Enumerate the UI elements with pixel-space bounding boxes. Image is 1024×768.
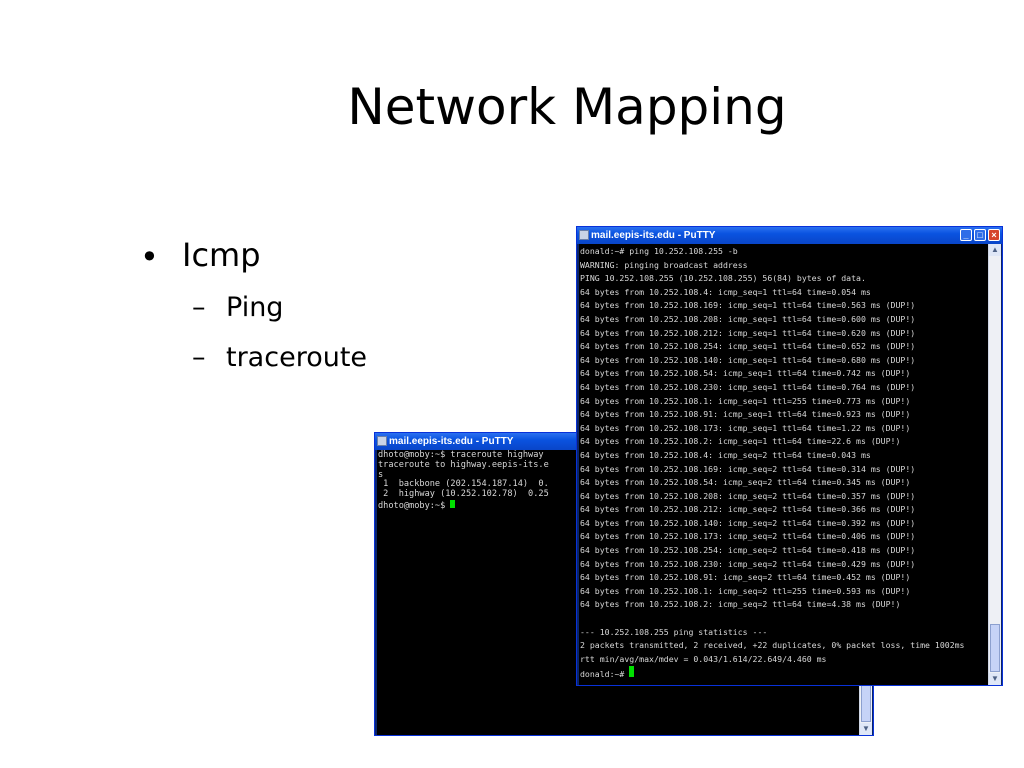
terminal-line: 64 bytes from 10.252.108.91: icmp_seq=1 …	[580, 409, 911, 420]
terminal-line: 64 bytes from 10.252.108.208: icmp_seq=2…	[580, 490, 916, 501]
terminal-line: 64 bytes from 10.252.108.54: icmp_seq=2 …	[580, 477, 911, 488]
terminal-line: donald:~# ping 10.252.108.255 -b	[580, 246, 738, 256]
terminal-line: 64 bytes from 10.252.108.2: icmp_seq=2 t…	[580, 599, 901, 610]
terminal-line: 64 bytes from 10.252.108.54: icmp_seq=1 …	[580, 368, 911, 379]
terminal-line: 64 bytes from 10.252.108.4: icmp_seq=2 t…	[580, 449, 871, 460]
terminal-line: 64 bytes from 10.252.108.4: icmp_seq=1 t…	[580, 286, 871, 297]
terminal-line: 64 bytes from 10.252.108.254: icmp_seq=2…	[580, 545, 916, 556]
sub-bullet-dash-icon: –	[192, 342, 206, 373]
terminal-line: 2 packets transmitted, 2 received, +22 d…	[580, 640, 965, 651]
terminal-scrollbar[interactable]: ▲ ▼	[988, 244, 1001, 685]
terminal-line: PING 10.252.108.255 (10.252.108.255) 56(…	[580, 273, 866, 284]
bullet-dot-icon: •	[140, 238, 159, 276]
terminal-line: 64 bytes from 10.252.108.230: icmp_seq=2…	[580, 558, 916, 569]
terminal-line: 64 bytes from 10.252.108.91: icmp_seq=2 …	[580, 572, 911, 583]
close-icon[interactable]: ×	[988, 229, 1000, 241]
terminal-line: 64 bytes from 10.252.108.2: icmp_seq=1 t…	[580, 436, 901, 447]
terminal-line: dhoto@moby:~$ traceroute highway	[378, 450, 544, 460]
scroll-down-icon[interactable]: ▼	[989, 673, 1001, 685]
terminal-line: 1 backbone (202.154.187.14) 0.	[378, 479, 549, 490]
terminal-line: 64 bytes from 10.252.108.169: icmp_seq=1…	[580, 300, 916, 311]
window-titlebar[interactable]: mail.eepis-its.edu - PuTTY _ □ ×	[577, 227, 1002, 244]
terminal-line: 64 bytes from 10.252.108.254: icmp_seq=1…	[580, 341, 916, 352]
scrollbar-thumb[interactable]	[990, 624, 1000, 672]
terminal-line: 64 bytes from 10.252.108.212: icmp_seq=2…	[580, 504, 916, 515]
sub-bullet-text: Ping	[226, 292, 284, 323]
bullet-text: Icmp	[182, 236, 261, 274]
terminal-line: 64 bytes from 10.252.108.230: icmp_seq=1…	[580, 381, 916, 392]
terminal-line: --- 10.252.108.255 ping statistics ---	[580, 626, 768, 637]
terminal-cursor	[629, 666, 635, 678]
sub-bullet-text: traceroute	[226, 342, 368, 373]
terminal-line: 64 bytes from 10.252.108.140: icmp_seq=1…	[580, 354, 916, 365]
ping-putty-window[interactable]: mail.eepis-its.edu - PuTTY _ □ × donald:…	[576, 226, 1003, 686]
slide-title: Network Mapping	[347, 78, 787, 136]
terminal-line: traceroute to highway.eepis-its.e	[378, 459, 549, 470]
terminal-line: 64 bytes from 10.252.108.212: icmp_seq=1…	[580, 327, 916, 338]
window-title: mail.eepis-its.edu - PuTTY	[591, 230, 716, 241]
terminal-cursor	[450, 499, 456, 508]
scroll-down-icon[interactable]: ▼	[860, 723, 872, 735]
terminal-line: 64 bytes from 10.252.108.173: icmp_seq=2…	[580, 531, 916, 542]
maximize-icon[interactable]: □	[974, 229, 986, 241]
terminal-line: WARNING: pinging broadcast address	[580, 259, 748, 270]
minimize-icon[interactable]: _	[960, 229, 972, 241]
putty-icon	[377, 436, 387, 446]
putty-icon	[579, 230, 589, 240]
terminal-screen[interactable]: donald:~# ping 10.252.108.255 -b WARNING:…	[579, 244, 990, 685]
window-title: mail.eepis-its.edu - PuTTY	[389, 436, 514, 447]
terminal-line: 64 bytes from 10.252.108.1: icmp_seq=1 t…	[580, 395, 911, 406]
terminal-line: 2 highway (10.252.102.78) 0.25	[378, 489, 549, 500]
scroll-up-icon[interactable]: ▲	[989, 244, 1001, 256]
terminal-line: s	[378, 469, 384, 480]
terminal-line	[580, 612, 990, 626]
terminal-line: rtt min/avg/max/mdev = 0.043/1.614/22.64…	[580, 653, 827, 664]
terminal-line: 64 bytes from 10.252.108.173: icmp_seq=1…	[580, 422, 911, 433]
terminal-line: donald:~#	[580, 666, 990, 682]
terminal-line: 64 bytes from 10.252.108.169: icmp_seq=2…	[580, 463, 916, 474]
terminal-output: donald:~# ping 10.252.108.255 -b WARNING:…	[580, 245, 990, 682]
terminal-line: 64 bytes from 10.252.108.208: icmp_seq=1…	[580, 313, 916, 324]
terminal-line: 64 bytes from 10.252.108.1: icmp_seq=2 t…	[580, 585, 911, 596]
terminal-line: dhoto@moby:~$	[378, 499, 861, 512]
terminal-line: 64 bytes from 10.252.108.140: icmp_seq=2…	[580, 517, 916, 528]
sub-bullet-dash-icon: –	[192, 292, 206, 323]
